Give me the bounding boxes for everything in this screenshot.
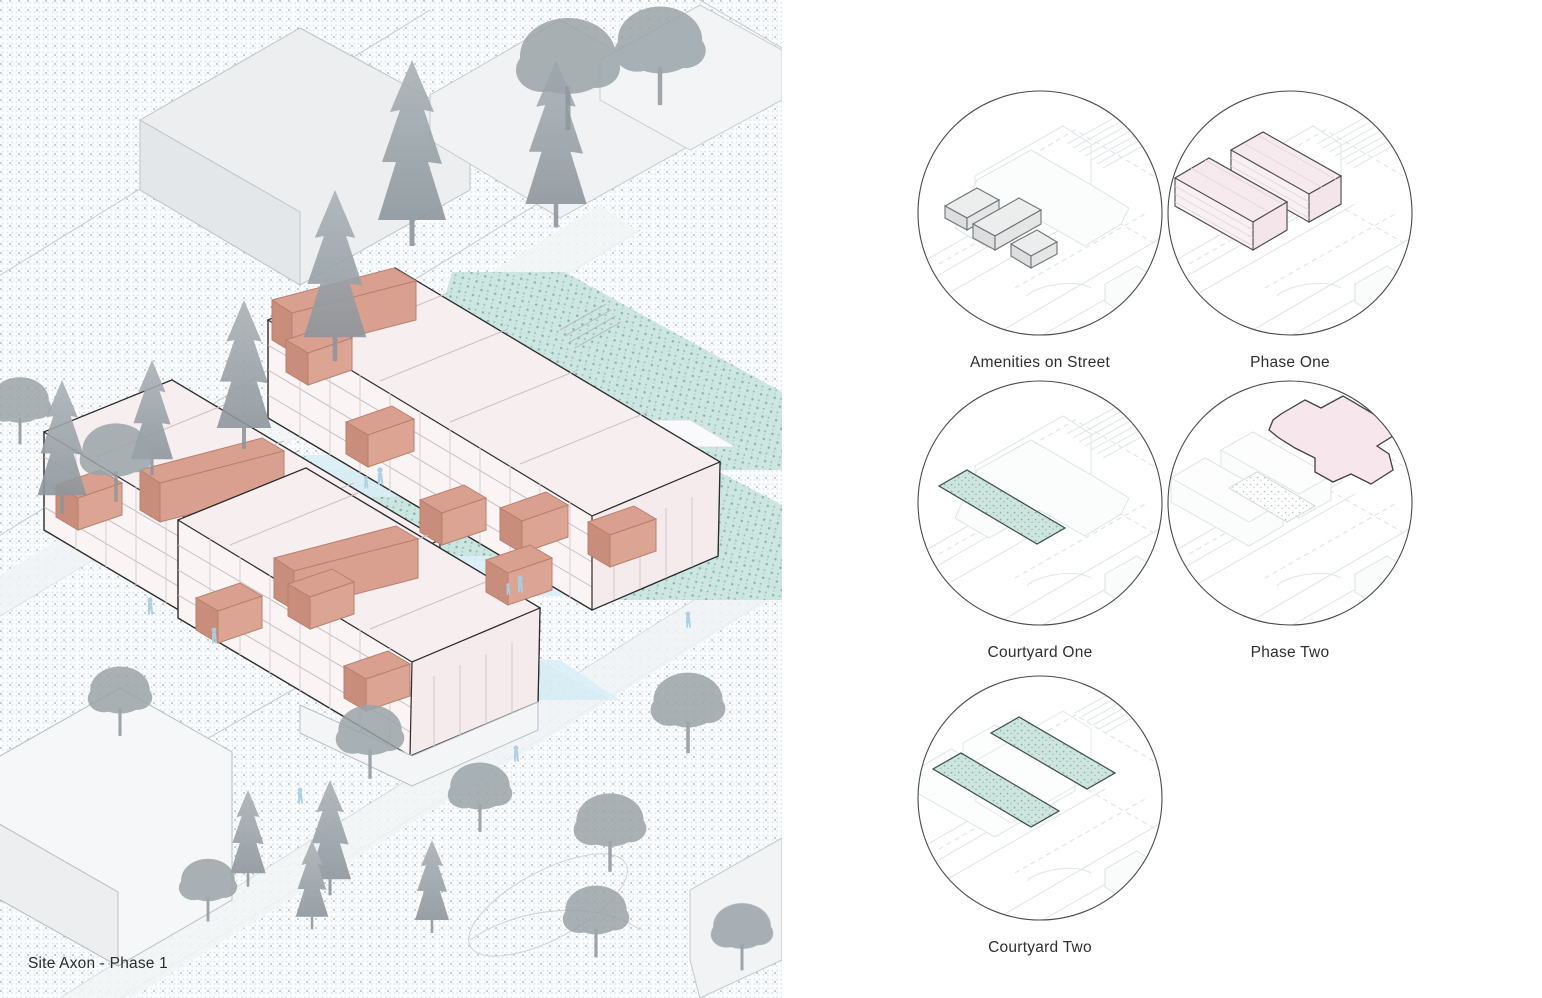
diagram-circle [1165,88,1415,338]
accent-balconies-bar-c [194,544,554,712]
diagram-circle [1165,378,1415,628]
diagram-courtyard-one[interactable]: Courtyard One [915,378,1165,662]
accent-balconies-bar-a [284,324,658,568]
diagram-circle [915,378,1165,628]
site-axon-caption: Site Axon - Phase 1 [28,955,168,972]
phasing-diagram-panel: Amenities on Street [782,0,1542,998]
diagram-circle [915,673,1165,923]
diagram-phase-one[interactable]: Phase One [1165,88,1415,372]
context-building-southwest [0,687,233,967]
deciduous-trees [0,6,774,971]
diagram-caption: Courtyard Two [988,939,1092,956]
accent-band-bar-b [138,437,286,523]
diagram-caption: Courtyard One [987,644,1093,661]
diagram-circle [915,88,1165,338]
diagram-caption: Phase Two [1250,644,1330,661]
diagram-caption: Phase One [1250,354,1330,371]
diagram-phase-two[interactable]: Phase Two [1165,378,1415,662]
diagram-caption: Amenities on Street [969,354,1110,371]
diagram-amenities-on-street[interactable]: Amenities on Street [915,88,1165,372]
human-figures [147,467,692,804]
green-field-north [430,272,782,470]
site-axon-drawing [0,0,782,998]
diagram-courtyard-two[interactable]: Courtyard Two [915,673,1165,957]
site-axon-panel: Site Axon - Phase 1 [0,0,782,998]
context-building-north [139,27,471,286]
